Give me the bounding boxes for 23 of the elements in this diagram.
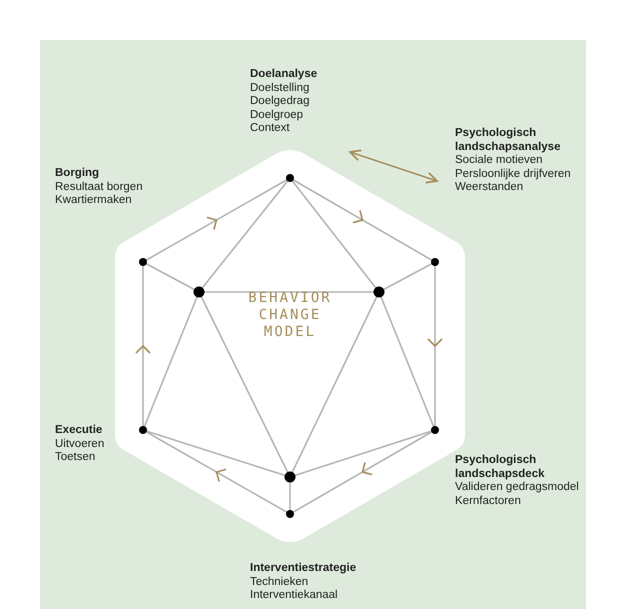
stage-heading: Doelanalyse — [250, 68, 318, 82]
stage-item: Resultaat borgen — [55, 180, 143, 194]
double-arrow — [349, 149, 438, 184]
stage-item: Interventiekanaal — [250, 589, 339, 602]
stage-item: Context — [250, 122, 291, 136]
stage-item: Valideren gedragsmodel — [455, 481, 580, 494]
stage-heading: Psychologisch landschapsanalyse — [455, 127, 562, 154]
stage-item: Technieken — [250, 576, 310, 589]
stage-item: Uitvoeren — [55, 438, 104, 451]
stage-item: Kwartiermaken — [55, 194, 133, 208]
stage-heading: Executie — [55, 424, 104, 438]
stage-item: Doelstelling — [250, 82, 310, 95]
stage-heading: Psychologisch landschapsdeck — [455, 454, 546, 481]
stage-item: Toetsen — [55, 451, 96, 464]
stage-heading: Interventiestrategie — [250, 562, 356, 576]
stage-item: Weerstanden — [455, 181, 524, 194]
stage-item: Kernfactoren — [455, 494, 522, 508]
stage-heading: Borging — [55, 167, 100, 180]
stage-item: Persloonlijke drijfveren — [455, 168, 572, 181]
stage-item: Doelgedrag — [250, 95, 310, 108]
model-title: BEHAVIOR CHANGE MODEL — [247, 290, 333, 341]
stage-item: Doelgroep — [250, 108, 304, 122]
stage-item: Sociale motieven — [455, 154, 544, 168]
